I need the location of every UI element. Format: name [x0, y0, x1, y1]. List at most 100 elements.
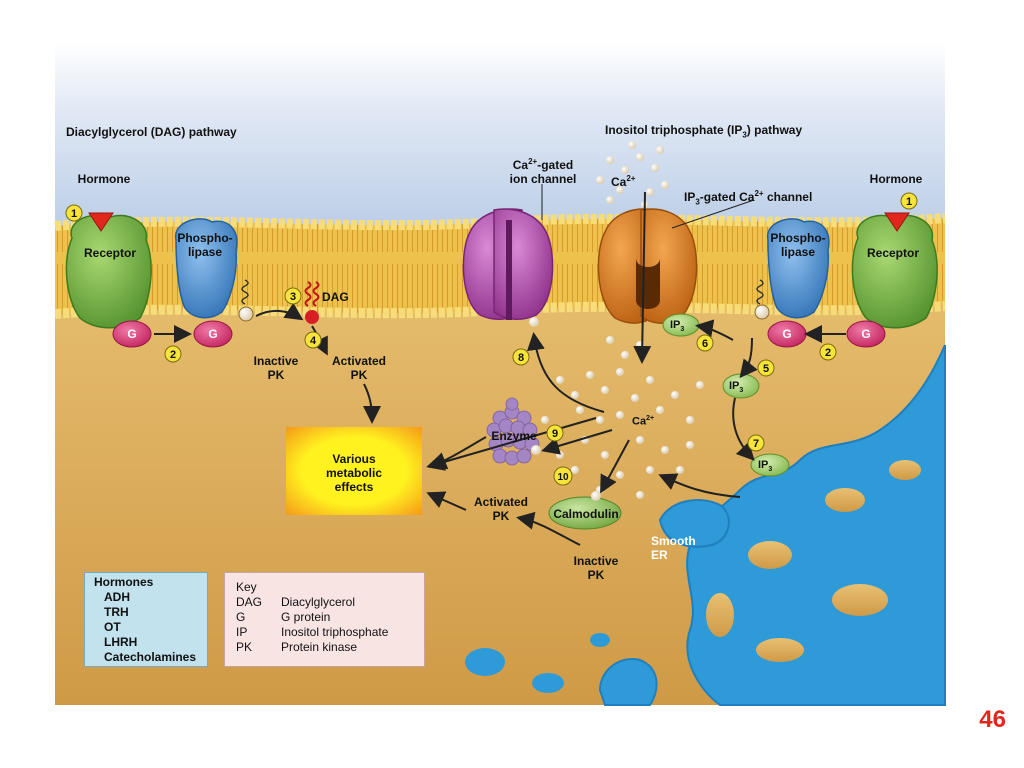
key-title: Key — [236, 580, 257, 594]
step-5 — [757, 359, 775, 377]
hormone-icon-left — [88, 212, 114, 232]
ca-gated-channel-l1: Ca2+-gated — [510, 155, 577, 172]
ca-cyt-sup: 2+ — [646, 415, 655, 422]
ip3-mem-sub: 3 — [680, 326, 685, 334]
ca-cyt-a: Ca — [632, 415, 647, 428]
ip3-mem-a: IP — [670, 319, 681, 331]
phospholipase-right-l2: lipase — [780, 245, 816, 259]
ip3-er-a: IP — [758, 459, 769, 471]
smooth-er-l2: ER — [651, 548, 668, 562]
receptor-label-left: Receptor — [83, 246, 137, 260]
g-protein-left-2 — [193, 320, 233, 348]
activated-pk-bottom-l2: PK — [492, 509, 510, 523]
ip3-gated-channel-label: IP3-gated Ca2+ channel — [684, 187, 812, 209]
effects-l3: effects — [334, 480, 374, 494]
step-1-left — [65, 204, 83, 222]
receptor-right — [851, 214, 938, 329]
activated-pk-bottom-l1: Activated — [473, 495, 529, 509]
lipid-anchor-right — [756, 279, 764, 305]
phospholipase-left-l2: lipase — [187, 245, 223, 259]
effects-l2: metabolic — [325, 466, 383, 480]
ip3-ch-sub: 3 — [695, 197, 700, 207]
phospholipase-right — [767, 218, 830, 319]
enzyme-molecule — [486, 397, 540, 466]
enzyme-label: Enzyme — [491, 429, 537, 443]
g-protein-label-2: G — [208, 327, 218, 341]
key-abbr: G — [236, 610, 246, 624]
receptor-left — [65, 214, 152, 329]
step-10-label: 10 — [557, 472, 569, 483]
pathway-arrows — [154, 191, 846, 546]
step-markers — [65, 192, 918, 486]
step-1-right — [900, 192, 918, 210]
ip3-label-er: IP3 — [758, 458, 772, 477]
hormone-icon-right — [884, 212, 910, 232]
ca-gated-a: Ca — [512, 158, 529, 172]
step-6 — [696, 334, 714, 352]
er-fragments — [465, 633, 610, 693]
effects-l1: Various — [332, 452, 376, 466]
step-10 — [553, 466, 573, 486]
ca-gated-channel-label: Ca2+-gated ion channel — [510, 155, 577, 186]
inactive-pk-left-l1: Inactive — [253, 354, 299, 368]
g-protein-label-3: G — [782, 327, 792, 341]
calmodulin-ca-ion — [591, 491, 601, 501]
step-2-left — [164, 345, 182, 363]
step-6-label: 6 — [702, 338, 708, 350]
ip3-cyt-a: IP — [729, 380, 740, 392]
ip3-pathway-title: Inositol triphosphate (IP3) pathway — [605, 123, 802, 142]
ca-gated-ion-channel — [462, 208, 554, 327]
inactive-pk-bottom-l1: Inactive — [573, 554, 619, 568]
key-meaning: Diacylglycerol — [281, 595, 356, 609]
step-2-left-label: 2 — [170, 349, 176, 361]
dag-label: DAG — [322, 290, 349, 304]
ip3-molecule-er — [750, 453, 790, 477]
pip2-head-right — [754, 304, 770, 320]
step-1-right-label: 1 — [906, 196, 912, 208]
dag-molecule — [304, 281, 320, 324]
ip3-title-a: Inositol triphosphate (IP — [605, 123, 743, 137]
step-3 — [284, 287, 302, 305]
step-3-label: 3 — [290, 291, 296, 303]
ca-ext-sup: 2+ — [626, 174, 636, 183]
step-2-right-label: 2 — [825, 347, 831, 359]
hormones-box: Hormones ADH TRH OT LHRH Catecholamines — [84, 572, 208, 667]
step-1-left-label: 1 — [71, 208, 77, 220]
ip3-label-cytoplasm: IP3 — [729, 379, 743, 398]
key-row: DAG Diacylglycerol — [236, 595, 424, 610]
step-7-label: 7 — [753, 438, 759, 450]
step-4 — [304, 331, 322, 349]
g-protein-label-1: G — [127, 327, 137, 341]
g-protein-label-4: G — [861, 327, 871, 341]
phospholipase-label-right: Phospho-lipase — [770, 231, 825, 259]
dag-pathway-title: Diacylglycerol (DAG) pathway — [66, 125, 237, 139]
hormone-item: OT — [104, 620, 121, 634]
step-7 — [747, 434, 765, 452]
step-9 — [546, 424, 564, 442]
pip2-head-left — [238, 306, 254, 322]
leader-lines — [541, 184, 755, 229]
ip3-title-b: ) pathway — [746, 123, 803, 137]
activated-pk-top-l1: Activated — [331, 354, 387, 368]
enzyme-ca-ion — [531, 445, 541, 455]
ip3-ch-c: -gated Ca — [699, 190, 755, 204]
ip3-title-sub: 3 — [742, 130, 747, 140]
ca-extracellular-label: Ca2+ — [611, 172, 635, 189]
hormone-label-right: Hormone — [869, 172, 923, 186]
calmodulin-molecule — [548, 496, 622, 530]
ip3-ch-e: channel — [763, 190, 813, 204]
ca-gated-sup: 2+ — [528, 157, 538, 166]
step-8 — [512, 348, 530, 366]
g-protein-left-1 — [112, 320, 152, 348]
ip3-cyt-sub: 3 — [739, 387, 744, 395]
phospholipase-left — [175, 218, 238, 319]
key-abbr: DAG — [236, 595, 263, 609]
